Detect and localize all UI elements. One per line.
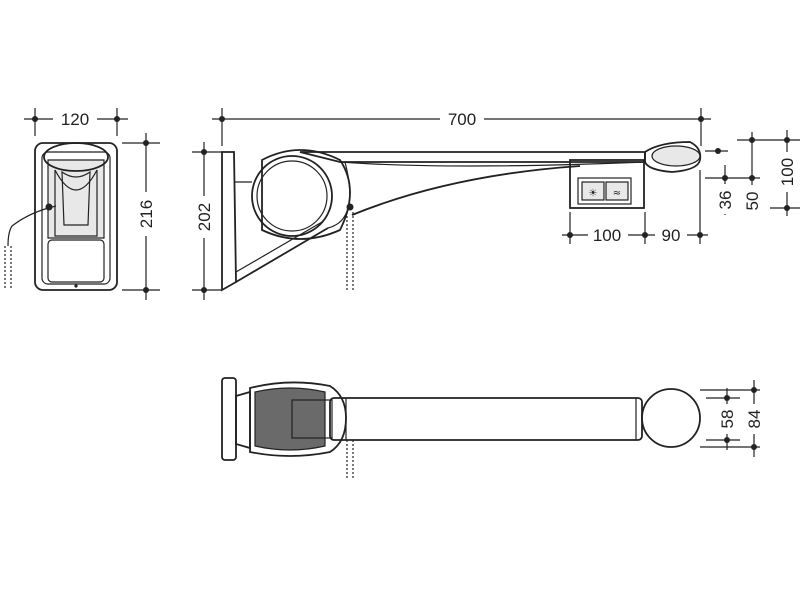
dim-tip-vertical: 36 50 100 bbox=[705, 130, 800, 216]
dim-label-216: 216 bbox=[137, 200, 156, 228]
dim-button-horizontal: 100 90 bbox=[562, 170, 708, 247]
dim-bracket-height: 202 bbox=[192, 142, 222, 300]
front-elevation: ☀ ≈ bbox=[221, 141, 702, 292]
side-view bbox=[4, 142, 118, 291]
dim-label-700: 700 bbox=[448, 110, 476, 129]
dim-label-90: 90 bbox=[662, 226, 681, 245]
dim-label-84: 84 bbox=[745, 410, 764, 429]
dim-label-100-vertical: 100 bbox=[778, 158, 797, 186]
dim-label-100-horizontal: 100 bbox=[593, 226, 621, 245]
dim-label-58: 58 bbox=[718, 410, 737, 429]
light-switch-icon: ☀ bbox=[589, 188, 598, 199]
dim-total-length: 700 bbox=[212, 108, 711, 146]
dim-side-height: 216 bbox=[122, 133, 160, 300]
top-view bbox=[221, 377, 701, 480]
dim-round-diameter: 58 84 bbox=[700, 380, 766, 457]
dim-label-50: 50 bbox=[743, 192, 762, 211]
dim-label-120: 120 bbox=[61, 110, 89, 129]
dim-label-36: 36 bbox=[716, 191, 735, 210]
water-switch-icon: ≈ bbox=[613, 188, 621, 199]
dim-side-width: 120 bbox=[24, 108, 128, 136]
dim-label-202: 202 bbox=[195, 203, 214, 231]
